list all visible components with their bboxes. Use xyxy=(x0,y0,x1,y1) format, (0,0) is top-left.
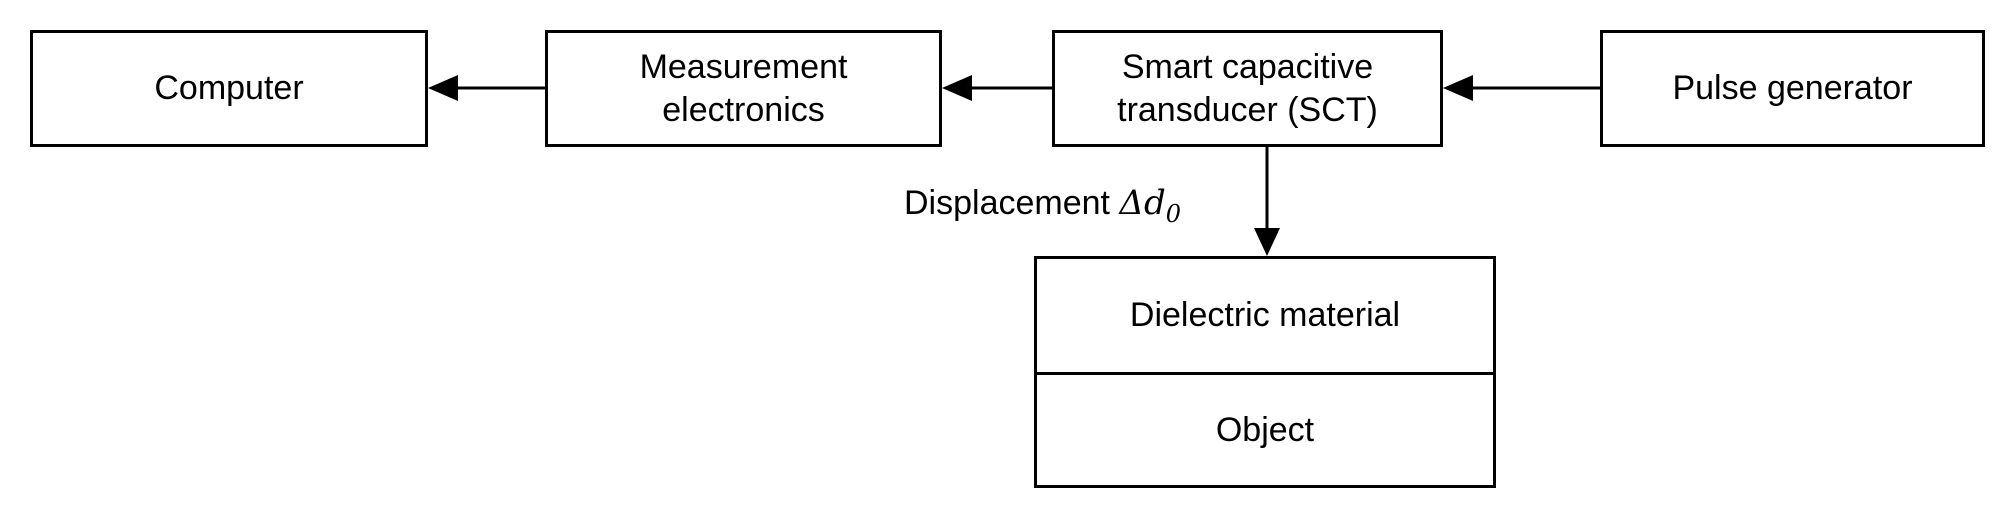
measurement-label-line1: Measurement xyxy=(639,48,848,86)
sct-block: Smart capacitive transducer (SCT) xyxy=(1052,30,1443,147)
dielectric-material-label: Dielectric material xyxy=(1129,296,1401,334)
displacement-label: Displacement Δd0 xyxy=(904,183,1181,228)
computer-label: Computer xyxy=(154,69,304,108)
measurement-label-line2: electronics xyxy=(662,90,825,129)
object-label: Object xyxy=(1215,410,1315,449)
displacement-text: Displacement xyxy=(904,184,1120,222)
computer-block: Computer xyxy=(30,30,428,147)
arrow-pulse-to-sct xyxy=(1443,75,1600,101)
displacement-subscript: 0 xyxy=(1165,199,1182,228)
dielectric-material-block: Dielectric material xyxy=(1037,259,1493,375)
object-stack: Dielectric material Object xyxy=(1034,256,1496,488)
measurement-electronics-label: Measurement electronics xyxy=(640,46,848,131)
pulse-generator-label: Pulse generator xyxy=(1672,69,1913,108)
sct-label-line2: transducer (SCT) xyxy=(1117,90,1378,129)
sct-label: Smart capacitive transducer (SCT) xyxy=(1117,46,1378,131)
sct-label-line1: Smart capacitive xyxy=(1121,48,1374,86)
displacement-symbol: Δd xyxy=(1119,183,1166,223)
object-block: Object xyxy=(1037,375,1493,485)
arrow-measurement-to-computer xyxy=(428,75,545,101)
measurement-electronics-block: Measurement electronics xyxy=(545,30,942,147)
arrow-sct-to-measurement xyxy=(942,75,1052,101)
pulse-generator-block: Pulse generator xyxy=(1600,30,1985,147)
arrow-sct-to-dielectric xyxy=(1254,147,1280,256)
